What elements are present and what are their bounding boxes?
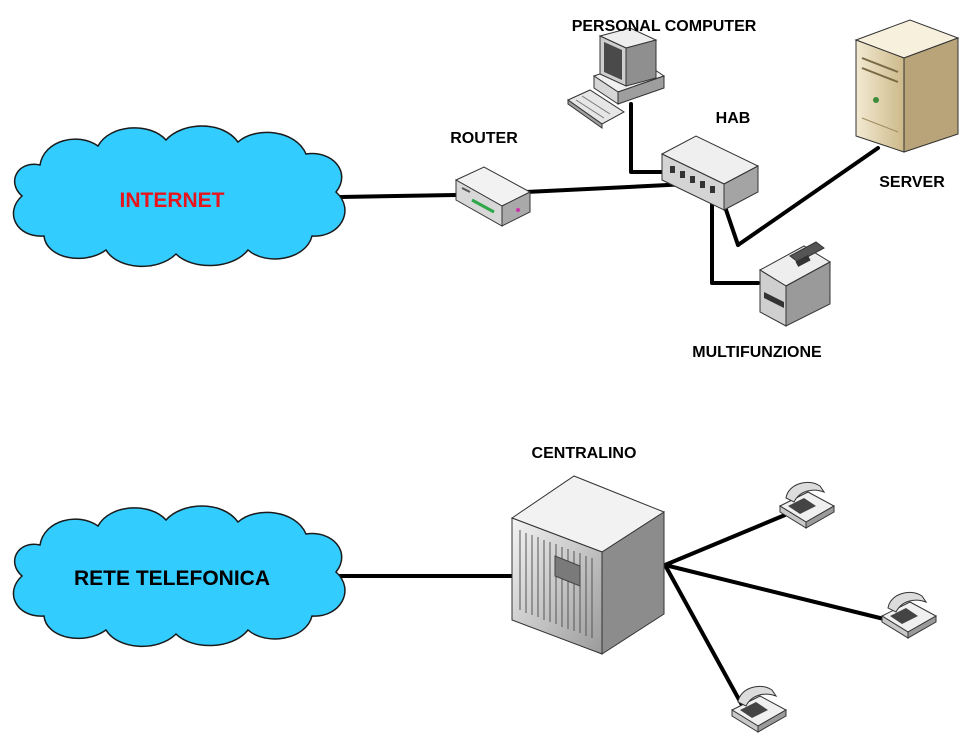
multifunction-printer-icon	[759, 241, 831, 327]
mfp-device: MULTIFUNZIONE	[692, 241, 831, 361]
telephone-1	[778, 482, 836, 529]
telephone-3	[730, 686, 788, 733]
server-label: SERVER	[879, 174, 945, 191]
telephone-icon	[880, 592, 938, 639]
cloud-icon	[12, 505, 346, 647]
wire-pbx-phone-2	[663, 563, 890, 622]
wire-internet-router	[338, 193, 458, 199]
pc-label: PERSONAL COMPUTER	[572, 18, 757, 35]
phone-network-cloud: RETE TELEFONICA	[12, 505, 346, 647]
mfp-label: MULTIFUNZIONE	[692, 344, 822, 361]
internet-cloud: INTERNET	[12, 125, 346, 267]
hub-label: HAB	[716, 110, 751, 127]
router-icon	[454, 166, 532, 227]
telephone-icon	[778, 482, 836, 529]
router-label: ROUTER	[450, 130, 518, 147]
cloud-icon	[12, 125, 346, 267]
wire-pbx-phone-3	[663, 563, 744, 707]
pc-device: PERSONAL COMPUTER	[566, 18, 757, 129]
desktop-computer-icon	[566, 27, 666, 129]
phone-network-label: RETE TELEFONICA	[74, 567, 270, 590]
pbx-label: CENTRALINO	[532, 445, 637, 462]
wire-hub-mfp	[710, 193, 760, 285]
tower-server-icon	[854, 19, 960, 153]
telephone-2	[880, 592, 938, 639]
wire-pc-hub	[629, 102, 677, 174]
hub-device: HAB	[660, 110, 760, 211]
server-device: SERVER	[854, 19, 960, 191]
internet-label: INTERNET	[120, 189, 225, 212]
router-device: ROUTER	[450, 130, 532, 227]
wire-hub-server	[736, 146, 880, 247]
pbx-device: CENTRALINO	[510, 445, 666, 655]
telephone-icon	[730, 686, 788, 733]
pbx-switch-icon	[510, 475, 666, 655]
wire-router-hub	[524, 182, 690, 194]
network-hub-icon	[660, 135, 760, 211]
wire-pbx-phone-1	[663, 513, 787, 567]
